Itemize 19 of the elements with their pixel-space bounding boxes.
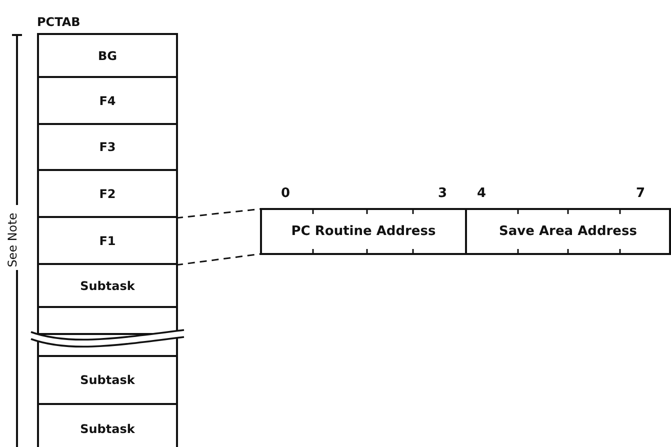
table-cell: BG bbox=[39, 35, 176, 78]
byte-offset: 4 bbox=[477, 186, 486, 201]
table-cell: PC Routine Address bbox=[262, 210, 467, 253]
table-cell: Save Area Address bbox=[467, 210, 669, 253]
table-cell: F4 bbox=[39, 78, 176, 125]
byte-offset: 3 bbox=[438, 186, 448, 201]
expansion-line bbox=[176, 208, 260, 219]
table-cell: F3 bbox=[39, 125, 176, 171]
table-cell: Subtask bbox=[39, 357, 176, 405]
table-cell: Subtask bbox=[39, 265, 176, 308]
byte-offset: 7 bbox=[636, 186, 646, 201]
table-cell: F2 bbox=[39, 171, 176, 218]
table-cell: F1 bbox=[39, 218, 176, 265]
table-cell: Subtask bbox=[39, 405, 176, 447]
byte-offset: 0 bbox=[281, 186, 290, 201]
table-heading: PCTAB bbox=[37, 15, 80, 29]
entry-record bbox=[260, 208, 671, 255]
note-label: See Note bbox=[5, 212, 20, 268]
expansion-line bbox=[176, 253, 260, 266]
